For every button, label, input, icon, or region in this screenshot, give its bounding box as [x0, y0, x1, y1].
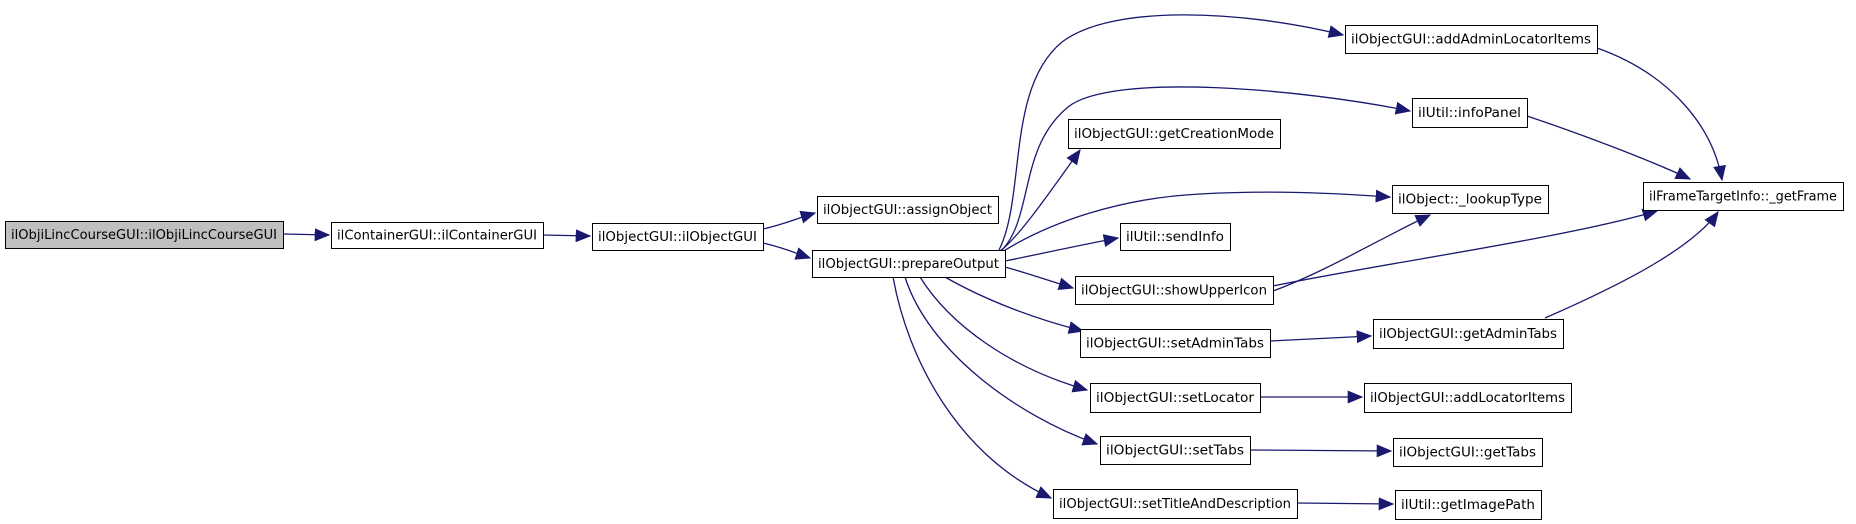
node-label-prepare: ilObjectGUI::prepareOutput — [818, 257, 999, 272]
node-label-addadmin: ilObjectGUI::addAdminLocatorItems — [1351, 33, 1591, 48]
node-container[interactable]: ilContainerGUI::ilContainerGUI — [331, 222, 544, 249]
edge-prepare-lookup — [1001, 189, 1392, 253]
edge-getadmintabs-getframe — [1544, 210, 1719, 319]
node-label-lookup: ilObject::_lookupType — [1398, 193, 1542, 208]
node-setadmintabs[interactable]: ilObjectGUI::setAdminTabs — [1080, 329, 1271, 358]
node-getadmintabs[interactable]: ilObjectGUI::getAdminTabs — [1373, 319, 1564, 349]
node-label-settabs: ilObjectGUI::setTabs — [1106, 444, 1244, 459]
node-getcreation[interactable]: ilObjectGUI::getCreationMode — [1068, 119, 1281, 149]
node-getimagepath[interactable]: ilUtil::getImagePath — [1395, 490, 1542, 520]
edge-prepare-sendinfo — [1004, 234, 1120, 262]
node-label-sendinfo: ilUtil::sendInfo — [1126, 230, 1224, 245]
edge-prepare-infopanel — [1000, 86, 1412, 252]
edge-settabs-gettabs — [1249, 444, 1393, 458]
node-label-start: ilObjiLincCourseGUI::ilObjiLincCourseGUI — [11, 228, 277, 243]
node-settabs[interactable]: ilObjectGUI::setTabs — [1100, 436, 1251, 465]
edge-prepare-addadmin — [998, 14, 1345, 251]
edge-setadmintabs-getadmintabs — [1269, 330, 1373, 344]
node-sendinfo[interactable]: ilUtil::sendInfo — [1120, 223, 1231, 251]
node-assign[interactable]: ilObjectGUI::assignObject — [817, 196, 999, 224]
edge-prepare-setadmintabs — [944, 276, 1085, 334]
node-label-container: ilContainerGUI::ilContainerGUI — [337, 229, 537, 244]
edge-showupper-getframe — [1272, 208, 1659, 287]
node-gettabs[interactable]: ilObjectGUI::getTabs — [1393, 438, 1543, 467]
edge-showupper-lookup — [1272, 214, 1432, 292]
node-infopanel[interactable]: ilUtil::infoPanel — [1412, 98, 1528, 128]
node-start: ilObjiLincCourseGUI::ilObjiLincCourseGUI — [5, 221, 284, 249]
node-label-assign: ilObjectGUI::assignObject — [823, 203, 992, 218]
node-label-getframe: ilFrameTargetInfo::_getFrame — [1649, 190, 1837, 205]
node-getframe[interactable]: ilFrameTargetInfo::_getFrame — [1643, 182, 1844, 211]
node-label-getcreation: ilObjectGUI::getCreationMode — [1074, 127, 1274, 142]
edge-infopanel-getframe — [1526, 115, 1692, 180]
edge-prepare-setlocator — [919, 276, 1089, 393]
edge-prepare-settabs — [904, 276, 1099, 446]
node-label-showupper: ilObjectGUI::showUpperIcon — [1081, 284, 1267, 299]
node-lookup[interactable]: ilObject::_lookupType — [1392, 185, 1549, 214]
node-label-gettabs: ilObjectGUI::getTabs — [1399, 446, 1536, 461]
edge-start-container — [282, 228, 331, 242]
node-ilobjgui[interactable]: ilObjectGUI::ilObjectGUI — [592, 223, 764, 251]
node-setlocator[interactable]: ilObjectGUI::setLocator — [1090, 383, 1261, 413]
edge-prepare-getcreation — [999, 148, 1081, 252]
edge-settitle-getimagepath — [1296, 497, 1395, 511]
edge-prepare-showupper — [1004, 266, 1075, 291]
node-label-ilobjgui: ilObjectGUI::ilObjectGUI — [598, 230, 757, 245]
node-addadmin[interactable]: ilObjectGUI::addAdminLocatorItems — [1345, 25, 1598, 54]
node-label-getadmintabs: ilObjectGUI::getAdminTabs — [1379, 327, 1557, 342]
node-label-setadmintabs: ilObjectGUI::setAdminTabs — [1086, 337, 1264, 352]
node-label-setlocator: ilObjectGUI::setLocator — [1096, 391, 1255, 406]
node-prepare[interactable]: ilObjectGUI::prepareOutput — [812, 250, 1006, 278]
node-showupper[interactable]: ilObjectGUI::showUpperIcon — [1075, 276, 1274, 305]
edge-ilobjgui-assign — [762, 210, 817, 230]
edge-ilobjgui-prepare — [762, 242, 812, 260]
edge-addadmin-getframe — [1596, 47, 1726, 182]
edge-container-ilobjgui — [542, 229, 592, 243]
node-addlocator[interactable]: ilObjectGUI::addLocatorItems — [1364, 383, 1572, 413]
node-label-infopanel: ilUtil::infoPanel — [1418, 106, 1521, 121]
node-label-settitle: ilObjectGUI::setTitleAndDescription — [1059, 497, 1291, 512]
edge-prepare-settitle — [892, 276, 1053, 499]
node-label-addlocator: ilObjectGUI::addLocatorItems — [1370, 391, 1565, 406]
node-settitle[interactable]: ilObjectGUI::setTitleAndDescription — [1053, 489, 1298, 519]
node-label-getimagepath: ilUtil::getImagePath — [1401, 498, 1535, 513]
